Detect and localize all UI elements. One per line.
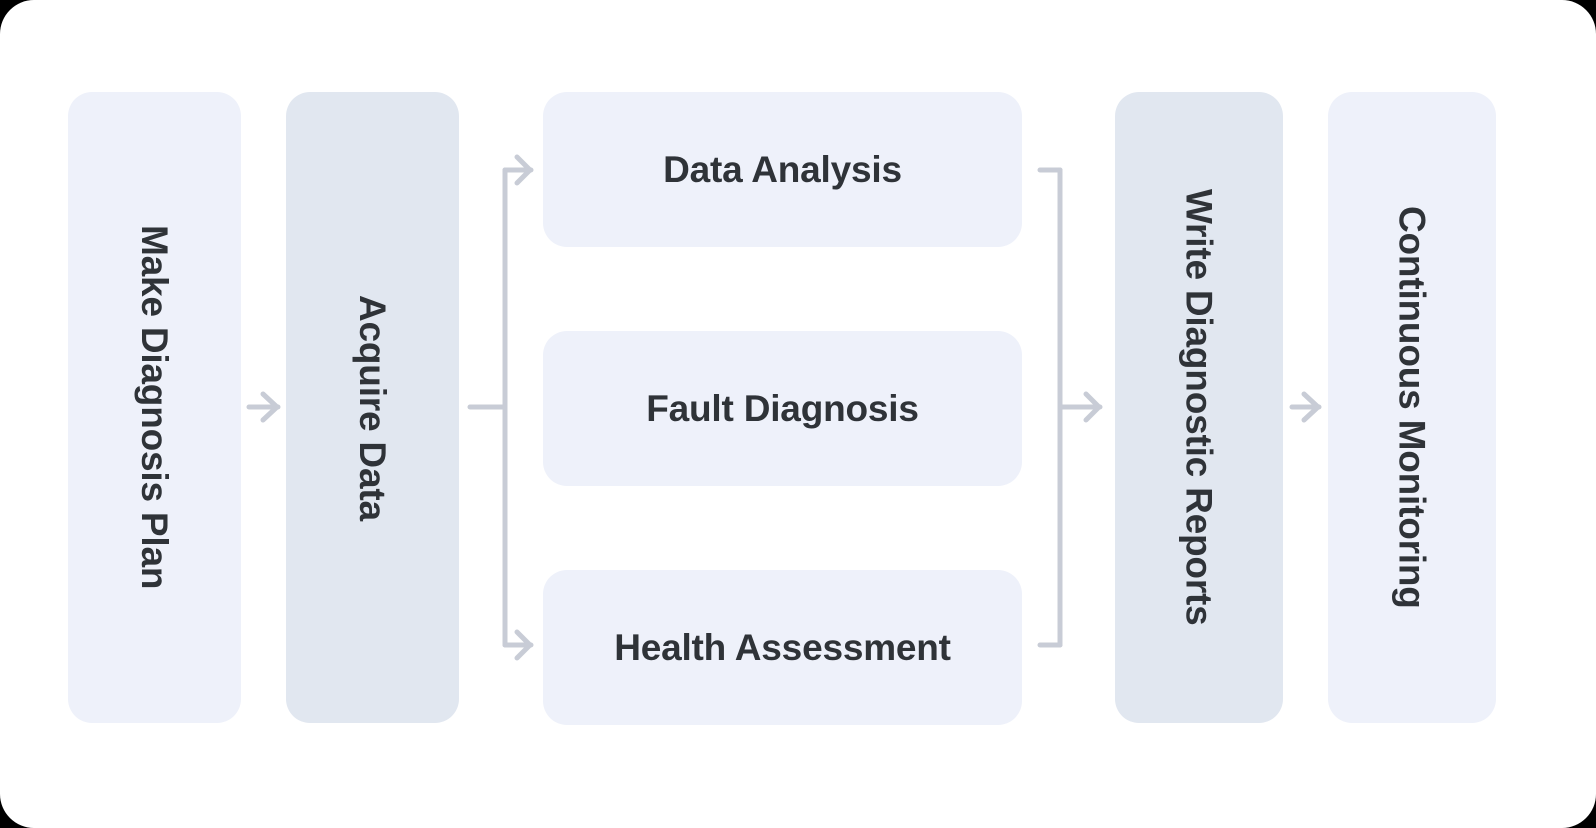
node-label: Health Assessment (614, 627, 951, 668)
node-acquire-data[interactable]: Acquire Data (286, 92, 459, 723)
connector-plan-to-acquire (246, 391, 281, 423)
node-health-assessment[interactable]: Health Assessment (543, 570, 1022, 725)
node-continuous-monitoring[interactable]: Continuous Monitoring (1328, 92, 1496, 723)
node-label: Fault Diagnosis (646, 388, 919, 429)
node-make-diagnosis-plan[interactable]: Make Diagnosis Plan (68, 92, 241, 723)
connector-acquire-to-branch (467, 154, 534, 661)
node-label: Data Analysis (663, 149, 902, 190)
node-label: Write Diagnostic Reports (1178, 189, 1220, 626)
node-label: Make Diagnosis Plan (134, 225, 175, 590)
node-data-analysis[interactable]: Data Analysis (543, 92, 1022, 247)
connector-branch-to-reports (1037, 167, 1103, 648)
connector-reports-to-monitoring (1289, 391, 1322, 423)
node-label: Acquire Data (352, 294, 393, 521)
node-fault-diagnosis[interactable]: Fault Diagnosis (543, 331, 1022, 486)
node-label: Continuous Monitoring (1391, 206, 1433, 609)
node-write-diagnostic-reports[interactable]: Write Diagnostic Reports (1115, 92, 1283, 723)
